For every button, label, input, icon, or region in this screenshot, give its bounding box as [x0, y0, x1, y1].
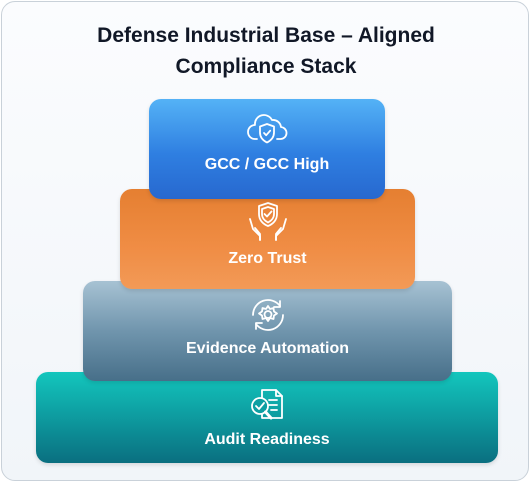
tier-label: Evidence Automation [186, 340, 349, 357]
diagram-title-line-2: Compliance Stack [175, 55, 357, 78]
diagram-title-line-1: Defense Industrial Base – Aligned [97, 24, 435, 47]
document-magnifier-icon [245, 384, 289, 428]
cloud-shield-icon [245, 107, 289, 151]
diagram-title: Defense Industrial Base – Aligned Compli… [2, 20, 528, 82]
shield-hands-icon [246, 199, 290, 243]
tier-zero-trust: Zero Trust [120, 189, 415, 289]
gear-cycle-icon [246, 293, 290, 337]
tier-audit-readiness: Audit Readiness [36, 372, 498, 463]
tier-gcc-gcc-high: GCC / GCC High [149, 99, 385, 199]
tier-label: GCC / GCC High [204, 156, 330, 173]
tier-label: Zero Trust [228, 250, 307, 267]
tier-label: Audit Readiness [204, 431, 330, 448]
tier-evidence-automation: Evidence Automation [83, 281, 452, 381]
